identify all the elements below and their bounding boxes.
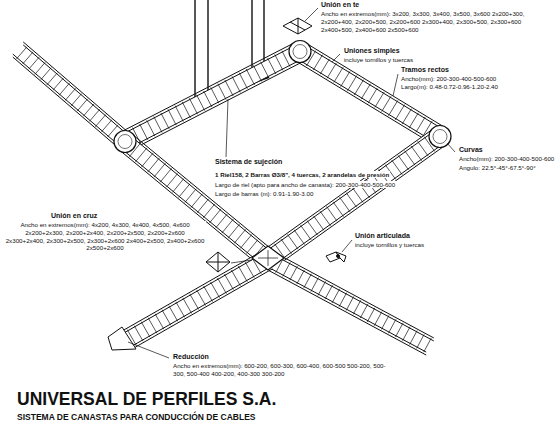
curve-piece (289, 41, 311, 63)
tray-section (13, 42, 130, 149)
tray-section (124, 250, 273, 349)
leader-lines (128, 8, 455, 358)
cross-piece (258, 250, 278, 266)
callout-heading: Unión en te (320, 1, 360, 9)
callout-note: incluye tornillos y tuercas (343, 56, 414, 63)
callout-note: Largo(m): 0.48-0.72-0.96-1.20-2.40 (400, 83, 499, 90)
callout-heading: Reducción (172, 353, 210, 361)
callout-note: Ancho en extremos(mm): 4x200, 4x300, 4x4… (4, 221, 206, 252)
callout-note: incluye tornillos y tuercas (354, 241, 425, 248)
callout-heading: Uniones simples (343, 47, 401, 55)
callout-note: Angulo: 22.5°-45°-67.5°-90° (458, 164, 537, 171)
title: UNIVERSAL DE PERFILES S.A. (16, 389, 277, 410)
callout-heading: Unión articulada (354, 232, 411, 240)
callout-heading: Sistema de sujeción (214, 158, 283, 166)
reduction-piece (108, 327, 136, 350)
curve-piece (118, 135, 132, 149)
caption: SISTEMA DE CANASTAS PARA CONDUCCIÓN DE C… (16, 412, 256, 422)
cable-trays (13, 41, 451, 356)
curve-piece (293, 45, 307, 59)
callout-heading: Unión en cruz (50, 212, 98, 220)
callout-note: Ancho(mm): 200-300-400-500-600 (400, 75, 497, 82)
callout-note: Ancho(mm): 200-300-400-500-600 (458, 155, 555, 162)
part-icons (206, 18, 346, 272)
tray-section (121, 42, 304, 151)
callout-heading: 1 Riel158, 2 Barras Ø3/8", 4 tuercas, 2 … (214, 171, 390, 178)
callout-heading: Curvas (458, 146, 484, 154)
callout-note: Largo de barras (m): 0.91-1.90-3.00 (214, 190, 314, 197)
tray-section (295, 42, 444, 145)
tray-section (263, 128, 445, 269)
curve-piece (114, 131, 136, 153)
tray-section (264, 251, 434, 355)
cross-piece (252, 246, 284, 270)
callout-heading: Tramos rectos (400, 66, 450, 74)
callout-note: Largo de riel (apto para ancho de canast… (214, 181, 396, 188)
curve-piece (433, 130, 447, 144)
callout-note: Ancho en extremos(mm): 3x200, 3x300, 3x4… (320, 10, 556, 33)
callout-note: Ancho en extremos(mm): 600-200, 600-300,… (172, 362, 389, 378)
